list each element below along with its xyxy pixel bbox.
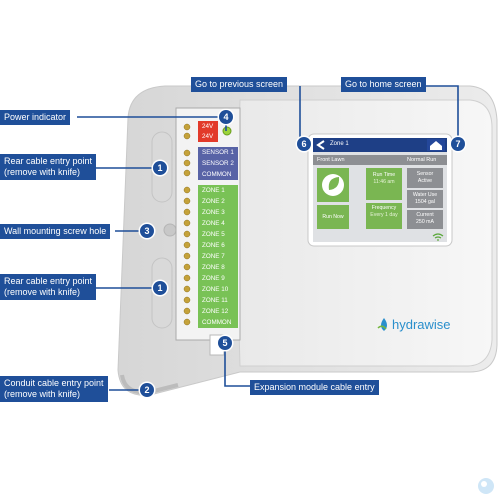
- badge-previous: 6: [297, 137, 311, 151]
- screen-header-title: Zone 1: [330, 141, 349, 147]
- frequency-label: Frequency: [371, 205, 397, 211]
- terminal-24v-1: 24V: [198, 121, 218, 132]
- terminal-screws: [183, 123, 191, 326]
- home-icon: [430, 141, 442, 150]
- run-time-label: Run Time: [372, 172, 396, 178]
- badge-rear-bottom: 1: [153, 281, 167, 295]
- terminal-zone-6: ZONE 6: [198, 240, 238, 251]
- terminal-sensor-2: SENSOR 2: [198, 158, 238, 169]
- terminal-zone-9: ZONE 9: [198, 273, 238, 284]
- label-expansion-module: Expansion module cable entry: [250, 380, 379, 395]
- label-rear-cable-entry-top: Rear cable entry point (remove with knif…: [0, 154, 97, 180]
- power-led: [222, 126, 232, 136]
- label-go-home: Go to home screen: [341, 77, 426, 92]
- badge-rear-top: 1: [153, 161, 167, 175]
- run-time-value: 11:46 am: [373, 179, 395, 185]
- terminal-zone-11: ZONE 11: [198, 295, 238, 306]
- sensor-tile: [407, 168, 443, 188]
- badge-conduit: 2: [140, 383, 154, 397]
- label-wall-mount-screw-hole: Wall mounting screw hole: [0, 224, 111, 239]
- terminal-zone-8: ZONE 8: [198, 262, 238, 273]
- terminal-zone-1: ZONE 1: [198, 185, 238, 196]
- label-go-previous: Go to previous screen: [191, 77, 288, 92]
- terminal-zone-10: ZONE 10: [198, 284, 238, 295]
- label-conduit-cable-entry: Conduit cable entry point (remove with k…: [0, 376, 108, 402]
- water-use-tile: [407, 190, 443, 208]
- terminal-zone-12: ZONE 12: [198, 306, 238, 317]
- screen-subheader: [313, 155, 447, 165]
- screen-run-mode: Normal Run: [407, 157, 437, 163]
- wifi-icon: [432, 233, 444, 239]
- terminal-zone-common: COMMON: [198, 317, 238, 328]
- water-use-label: Water Use: [412, 192, 438, 198]
- brand-logo: hydrawise: [392, 317, 451, 332]
- frequency-value: Every 1 day: [370, 212, 398, 218]
- terminal-zone-2: ZONE 2: [198, 196, 238, 207]
- terminal-zone-5: ZONE 5: [198, 229, 238, 240]
- leaf-icon: [328, 177, 340, 190]
- badge-power-indicator: 4: [219, 110, 233, 124]
- current-label: Current: [416, 212, 434, 218]
- frequency-tile: [366, 203, 402, 229]
- terminal-zone-7: ZONE 7: [198, 251, 238, 262]
- badge-screw-hole: 3: [140, 224, 154, 238]
- badge-expansion: 5: [218, 336, 232, 350]
- run-now-tile: [317, 205, 349, 229]
- water-use-value: 1504 gal: [415, 199, 435, 205]
- label-power-indicator: Power indicator: [0, 110, 71, 125]
- run-time-tile: [366, 168, 402, 200]
- terminal-zone-4: ZONE 4: [198, 218, 238, 229]
- terminal-zone-3: ZONE 3: [198, 207, 238, 218]
- current-value: 250 mA: [416, 219, 434, 225]
- current-tile: [407, 210, 443, 229]
- terminal-sensor-common: COMMON: [198, 169, 238, 180]
- label-rear-cable-entry-bottom: Rear cable entry point (remove with knif…: [0, 274, 97, 300]
- badge-home: 7: [451, 137, 465, 151]
- terminal-sensor-1: SENSOR 1: [198, 147, 238, 158]
- screw-hole: [163, 223, 177, 237]
- terminal-24v-2: 24V: [198, 131, 218, 142]
- run-now-label[interactable]: Run Now: [322, 214, 344, 220]
- back-chevron-icon: [316, 140, 325, 150]
- screen-zone-name: Front Lawn: [317, 157, 345, 163]
- sensor-label: Sensor: [416, 171, 434, 177]
- screen-header: [313, 138, 447, 152]
- sensor-value: Active: [417, 178, 433, 184]
